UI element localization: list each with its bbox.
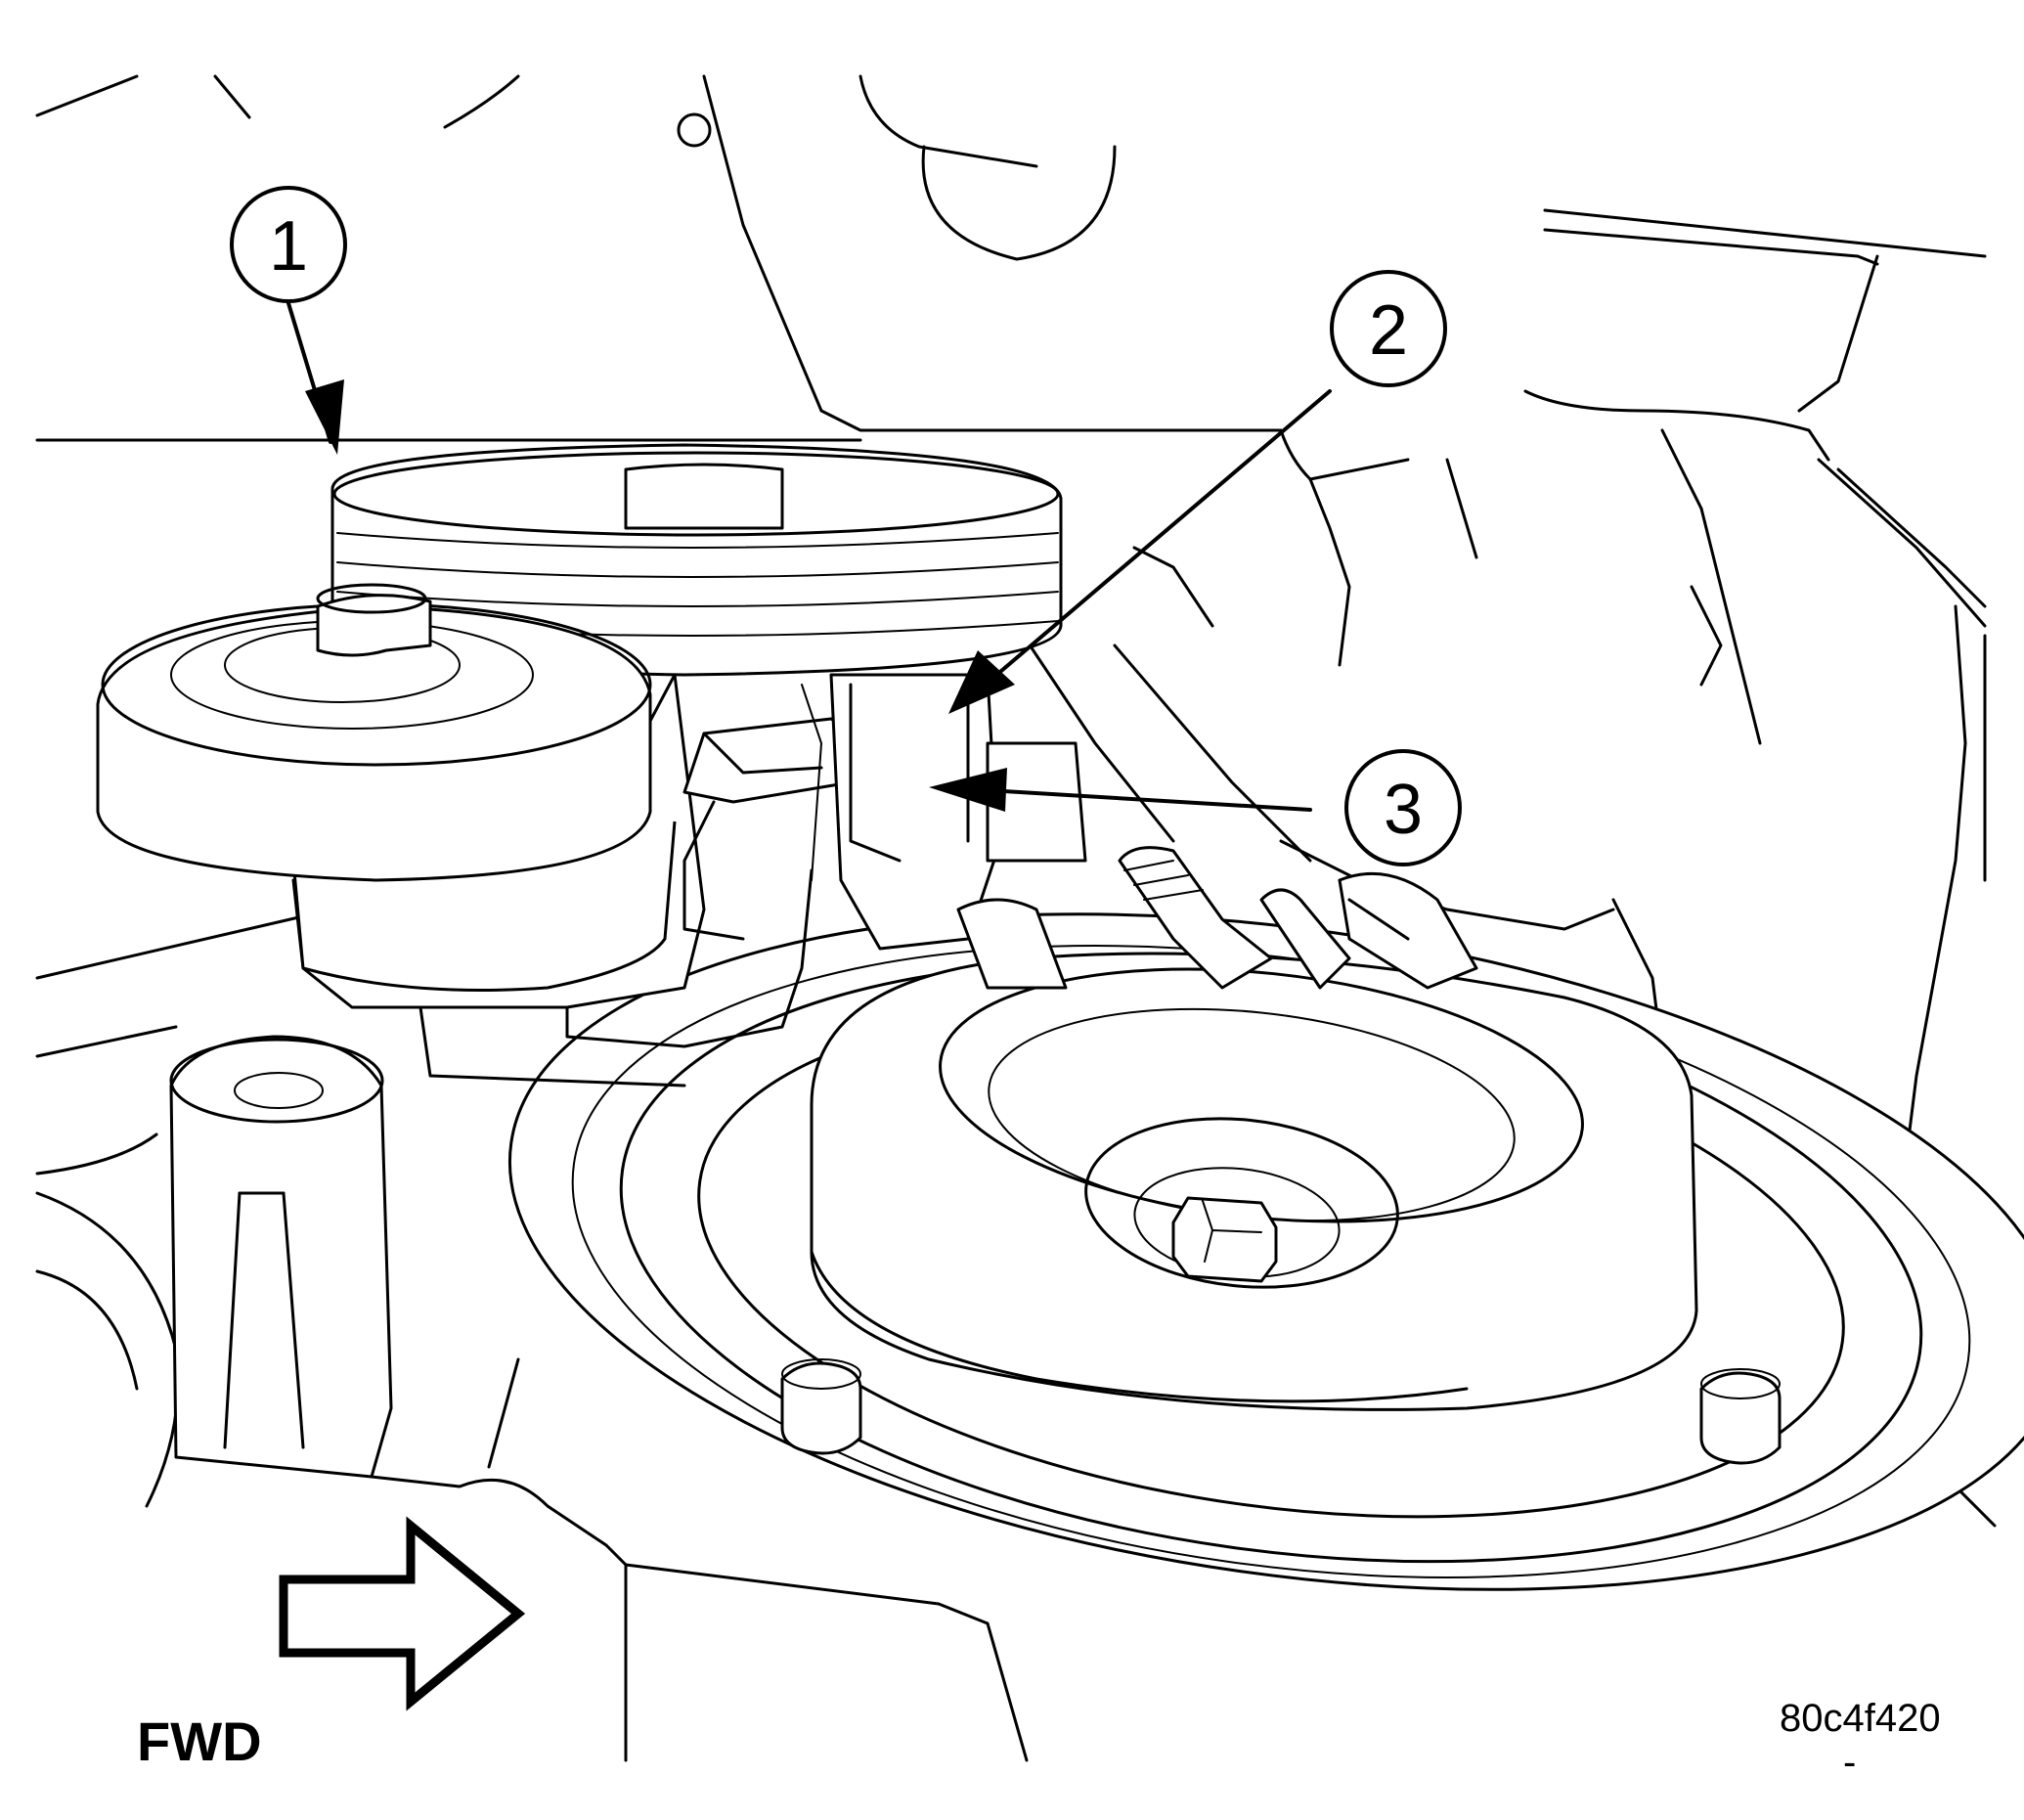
lower-housing [370,1475,628,1567]
callout-3: 3 [1344,749,1462,866]
figure-code: 80c4f420 [1780,1697,1941,1740]
forward-label: FWD [137,1710,262,1772]
figure-code-mark: - [1843,1741,1856,1784]
callout-1-number: 1 [269,207,308,286]
forward-direction-indicator: FWD [137,1516,526,1772]
leader-line-3 [929,768,1312,812]
callout-1: 1 [230,186,347,303]
engine-block-outline [35,74,1997,1762]
forward-arrow-icon [279,1516,526,1711]
callout-2: 2 [1330,270,1447,387]
leader-line-2 [948,389,1332,714]
mounting-post [169,1035,393,1479]
callout-2-number: 2 [1369,291,1408,370]
callout-3-number: 3 [1384,771,1423,849]
hose-assembly [956,846,1478,990]
mount-hole [677,112,712,148]
accessory-drive-pulley [330,443,1063,677]
idler-pulley [96,583,677,992]
leader-line-1 [286,301,344,455]
upper-boss [921,145,1117,261]
crankshaft-pulley [507,912,2024,1591]
